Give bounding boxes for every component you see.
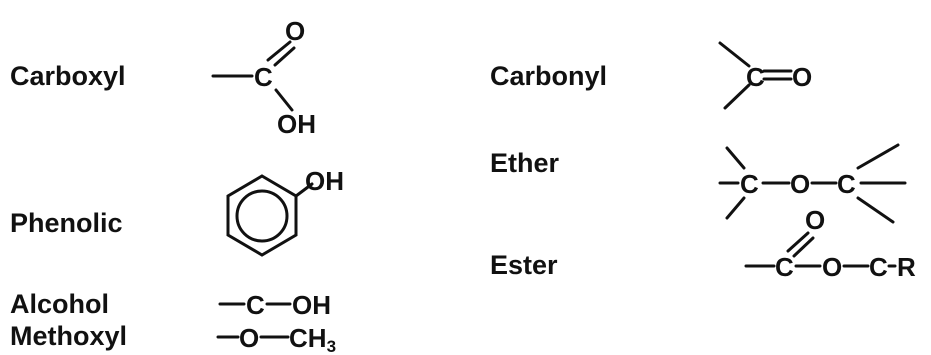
methoxyl-label: Methoxyl — [10, 321, 127, 351]
ester-carbon-1: C — [775, 252, 794, 282]
phenolic-group: Phenolic OH — [10, 166, 344, 257]
carboxyl-double-bond-b — [273, 46, 296, 67]
alcohol-group: Alcohol C OH — [10, 289, 331, 320]
carboxyl-double-bond-a — [266, 40, 292, 62]
carboxyl-oh-bond — [274, 88, 294, 112]
carbonyl-oxygen: O — [792, 62, 812, 92]
ether-right-down-bond — [856, 196, 895, 224]
benzene-aromatic-circle — [235, 189, 289, 243]
ester-carbonyl-oxygen: O — [805, 205, 825, 235]
methoxyl-subscript: 3 — [327, 337, 336, 355]
ether-left-down-bond — [725, 196, 746, 220]
carboxyl-hydroxyl: OH — [277, 109, 316, 139]
ester-carbon-2: C — [869, 252, 888, 282]
ether-carbon-2: C — [837, 169, 856, 199]
phenolic-hydroxyl: OH — [305, 166, 344, 196]
phenolic-label: Phenolic — [10, 208, 123, 238]
carboxyl-carbon: C — [254, 62, 273, 92]
carboxyl-oxygen: O — [285, 16, 305, 46]
methoxyl-methyl: CH3 — [289, 323, 336, 355]
ether-carbon-1: C — [740, 169, 759, 199]
carbonyl-lower-bond — [723, 83, 751, 110]
carbonyl-label: Carbonyl — [490, 61, 607, 91]
ether-left-up-bond — [725, 146, 746, 170]
ester-label: Ester — [490, 250, 558, 280]
methoxyl-group: Methoxyl O CH3 — [10, 321, 336, 355]
carbonyl-carbon: C — [746, 62, 765, 92]
ester-r-group: R — [897, 252, 916, 282]
methoxyl-ch: CH — [289, 323, 327, 353]
alcohol-carbon: C — [246, 290, 265, 320]
carboxyl-group: Carboxyl C O OH — [10, 16, 316, 139]
carbonyl-upper-bond — [718, 41, 751, 68]
methoxyl-oxygen: O — [239, 323, 259, 353]
ester-double-bond-b — [792, 236, 815, 258]
ester-double-bond-a — [786, 231, 810, 253]
ether-label: Ether — [490, 148, 560, 178]
ether-right-up-bond — [856, 143, 900, 170]
ether-oxygen: O — [790, 169, 810, 199]
alcohol-label: Alcohol — [10, 289, 109, 319]
alcohol-hydroxyl: OH — [292, 290, 331, 320]
carbonyl-group: Carbonyl C O — [490, 41, 812, 110]
ester-oxygen: O — [822, 252, 842, 282]
carboxyl-label: Carboxyl — [10, 61, 126, 91]
phenolic-oh-bond — [294, 182, 314, 198]
ether-group: Ether C O C — [490, 143, 907, 224]
ester-group: Ester O C O C R — [490, 205, 916, 282]
